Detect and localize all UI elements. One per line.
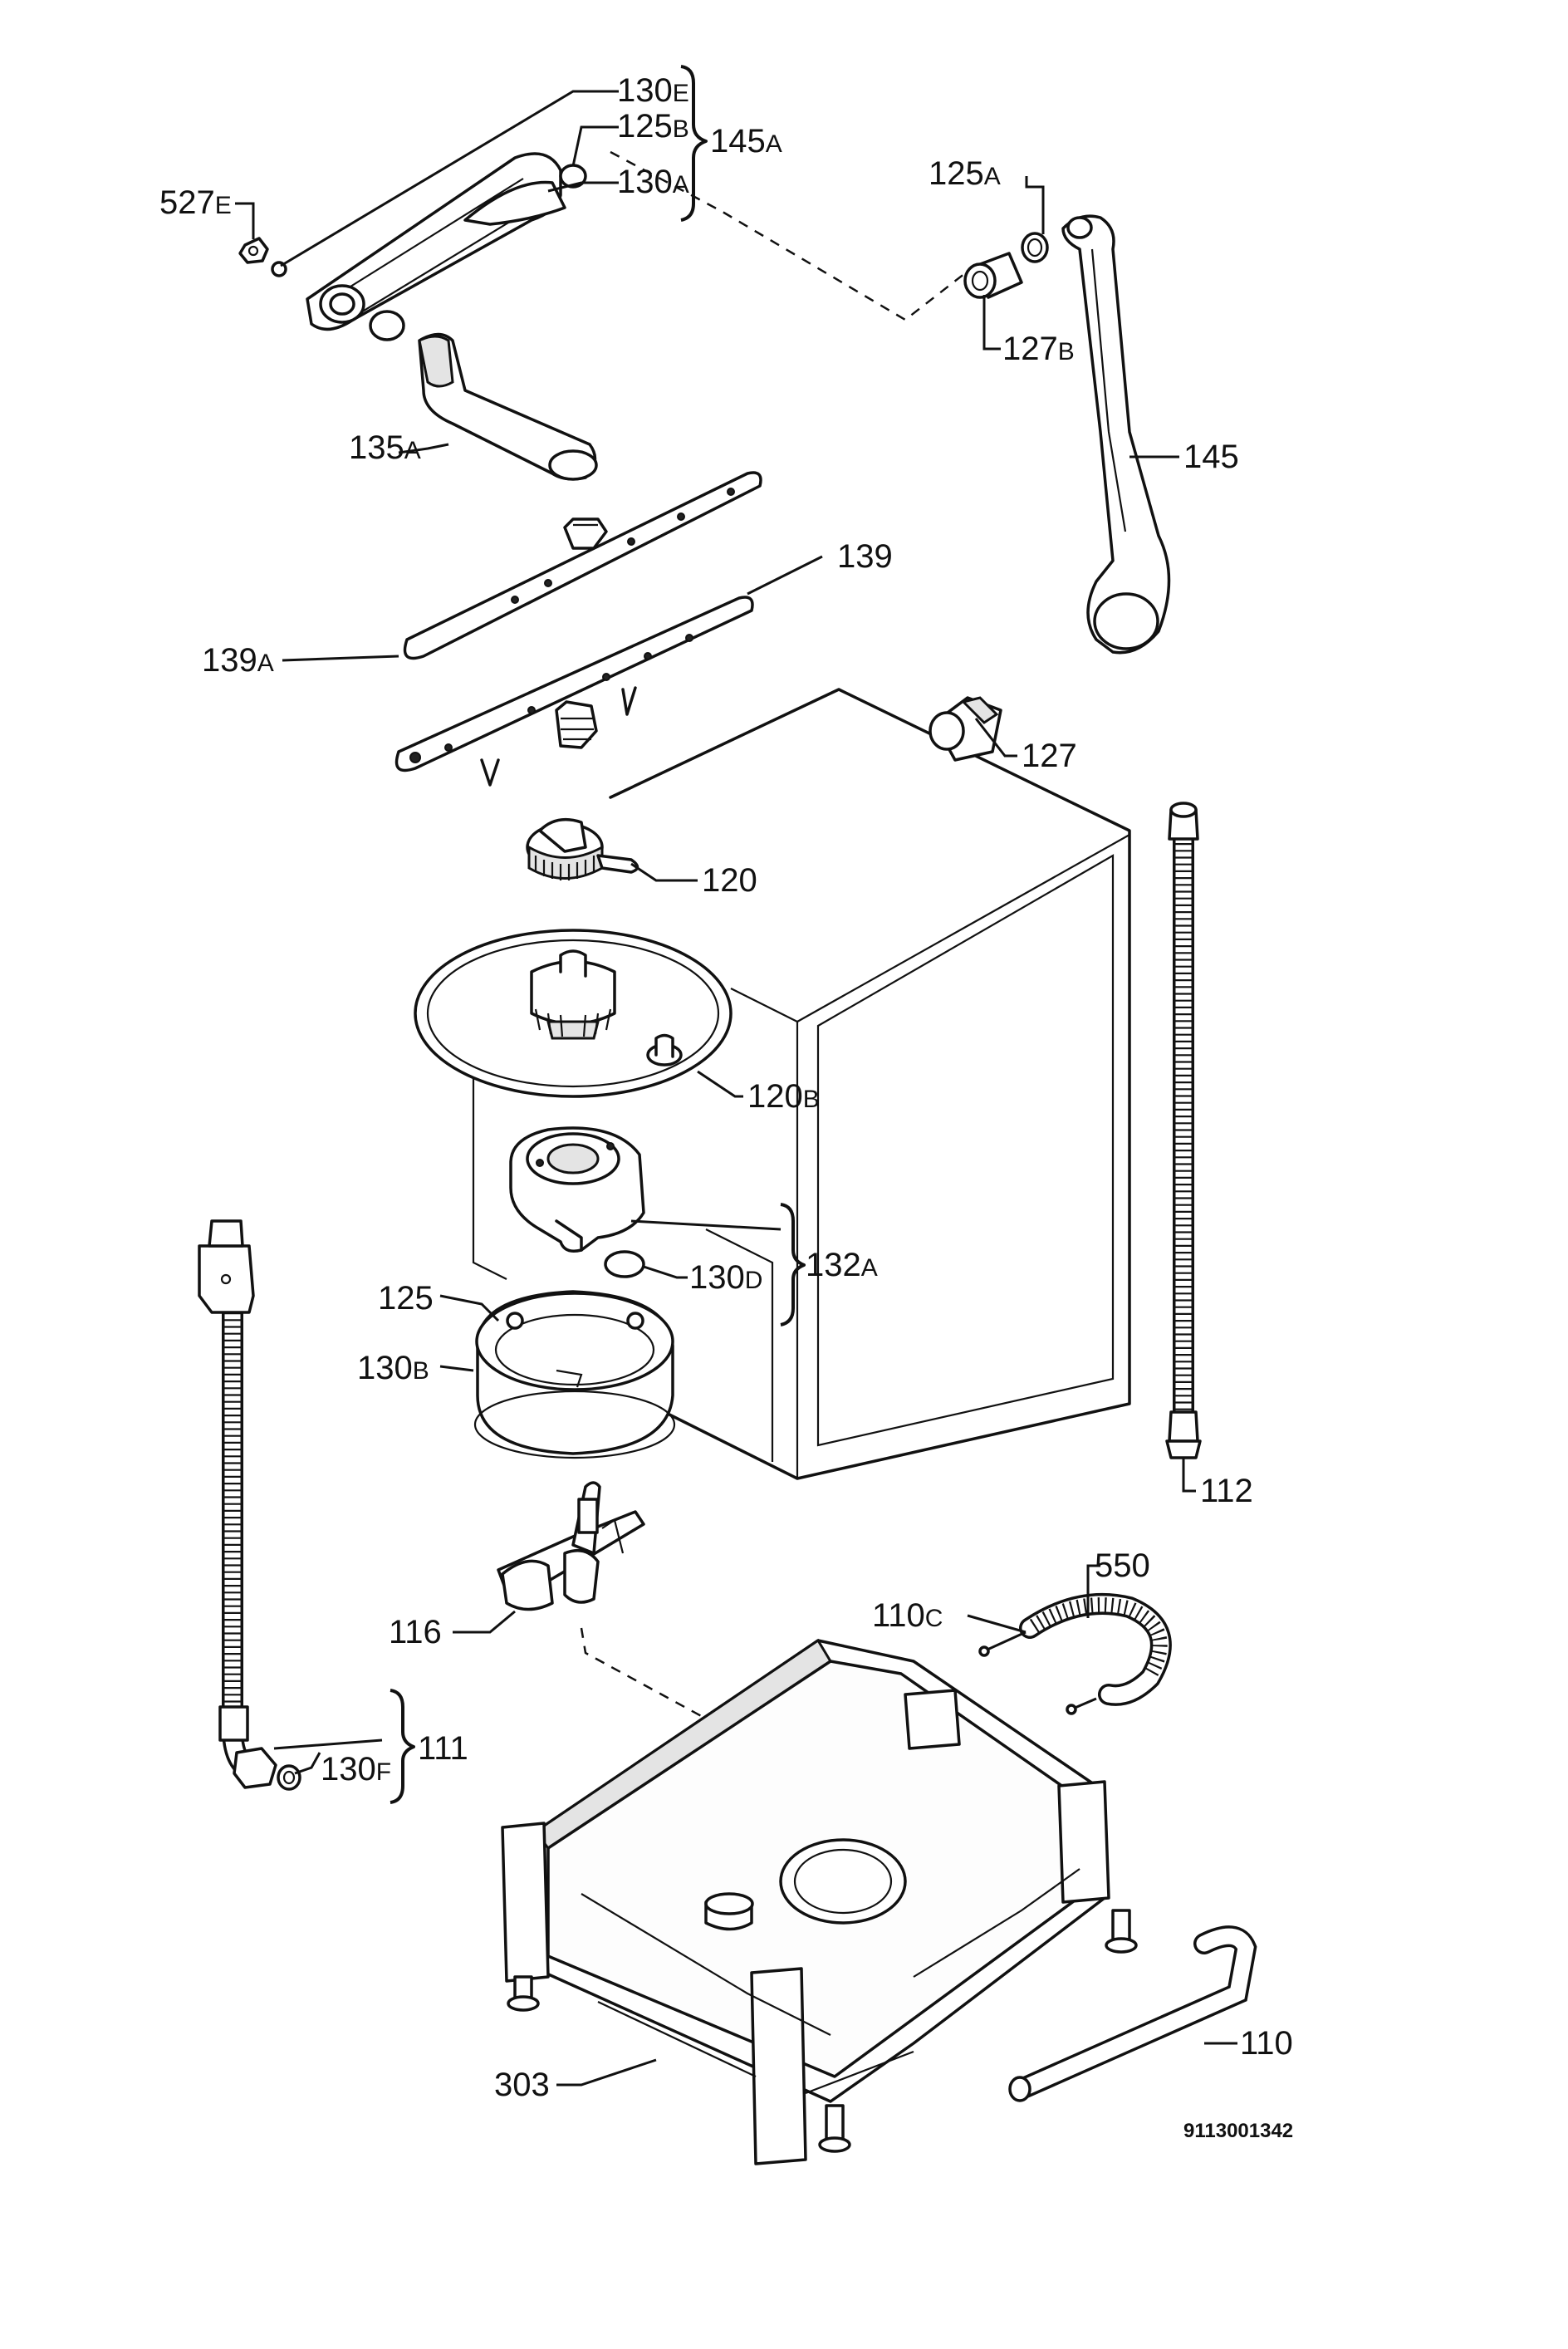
braces (390, 65, 806, 1804)
spray-arm-tube-135A (418, 332, 598, 481)
label-130F: 130F (321, 1751, 391, 1787)
connector-127B (963, 252, 1023, 299)
label-116: 116 (389, 1614, 442, 1650)
label-139A: 139A (202, 642, 274, 679)
nut-130F (277, 1764, 301, 1791)
label-110: 110 (1240, 2025, 1293, 2062)
hose-550 (978, 1592, 1172, 1715)
label-125A: 125A (929, 155, 1001, 192)
label-139: 139 (837, 538, 893, 575)
label-112: 112 (1200, 1473, 1253, 1509)
seal-125A (1021, 232, 1049, 263)
part-labels: 527E 130E 125B 130A 145A 125A 127B 135A … (159, 72, 1293, 2142)
supply-pipe-145 (1061, 214, 1171, 655)
label-120: 120 (702, 862, 757, 899)
label-527E: 527E (159, 184, 232, 221)
nut-120 (526, 817, 639, 880)
document-id: 9113001342 (1183, 2120, 1293, 2142)
seal-130A (369, 310, 405, 341)
base-frame-303 (501, 1638, 1138, 2165)
label-127B: 127B (1002, 331, 1075, 367)
label-135A: 135A (349, 429, 421, 466)
filter-plate-120B (414, 929, 733, 1098)
label-132A: 132A (806, 1247, 878, 1283)
connector-127 (929, 696, 1002, 762)
drain-hose-110 (1008, 1925, 1257, 2102)
spray-arm-139 (394, 596, 754, 787)
nut-527E (238, 237, 269, 264)
label-125: 125 (378, 1280, 434, 1317)
seal-130D (604, 1250, 645, 1278)
label-111: 111 (418, 1730, 468, 1767)
sump-125 (475, 1290, 674, 1455)
label-130B: 130B (357, 1350, 429, 1386)
upper-spray-arm (306, 152, 566, 331)
label-130A: 130A (617, 164, 689, 200)
cabinet-outline (472, 688, 1131, 1480)
seal-130B (473, 1390, 676, 1459)
hose-112 (1165, 802, 1202, 1459)
leader-lines (235, 90, 1237, 2087)
label-550: 550 (1095, 1547, 1150, 1584)
label-127: 127 (1022, 738, 1077, 774)
label-145: 145 (1183, 439, 1239, 475)
label-130D: 130D (689, 1259, 762, 1296)
fitting-116 (497, 1481, 645, 1611)
label-303: 303 (494, 2067, 550, 2103)
label-145A: 145A (710, 123, 782, 159)
pump-housing-132A (509, 1126, 645, 1253)
label-120B: 120B (747, 1078, 820, 1115)
label-125B: 125B (617, 108, 689, 145)
label-130E: 130E (617, 72, 689, 109)
label-110C: 110C (872, 1597, 943, 1634)
spray-arm-139A (403, 471, 762, 660)
hose-111 (198, 1219, 277, 1789)
